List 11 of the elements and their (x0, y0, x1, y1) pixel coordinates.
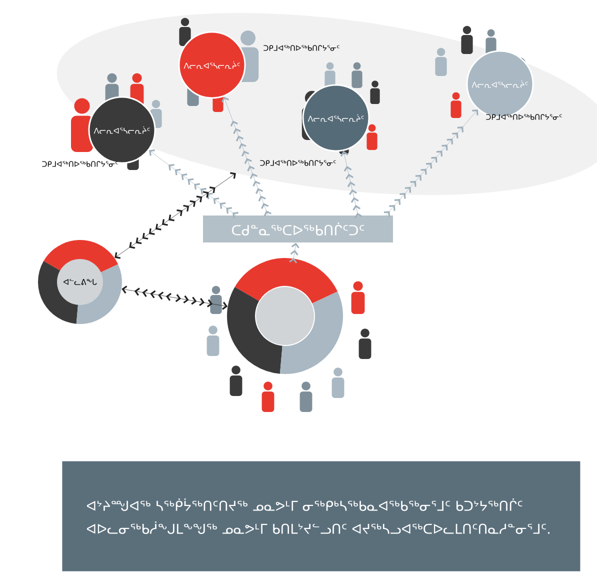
chevron-arrow (340, 150, 362, 218)
chevron-arrow (122, 286, 228, 310)
chevron-arrow (221, 96, 272, 216)
chevron-arrow (149, 149, 238, 218)
text-band: ᐊᔾᔨᙳᐊᖅ ᓴᖅᑮᔮᖅᑎᑦᑎᔪᖅ ᓄᓇᕗᒻᒥ ᓂᖅᑭᒃᓴᖅᑲᓇᐊᖅᑲᖅᓂᕐᒧᑦ ᑲᑐᔾᔭᖅᑎᒌᑦ ᐊᐅᓚᓂᖅᑲᓲᖕᒍᒪᖕᖑᖅ ᓄᓇᕗᒻᒥ ᑲᑎᒪᔾᔪᓪᓗᑎᑦ ᐊᔪᖅᓴᓗᐊᖅᑕᐅᓚᒪᑎᑦᑎᓇᓱᓐᓂᕐᒧᑦ. (62, 461, 580, 572)
cycle-ring: ᐊᓪᓚᕕᖕᒐ (38, 240, 122, 324)
title-box: ᑕᑯᓐᓇᖅᑕᐅᖅᑲᑎᒌᑦᑐᑦ (203, 216, 393, 242)
chevron-arrow (384, 109, 478, 217)
chevron-arrow (114, 172, 236, 259)
chevron-arrow (289, 242, 300, 264)
cycle-ring (227, 258, 343, 374)
